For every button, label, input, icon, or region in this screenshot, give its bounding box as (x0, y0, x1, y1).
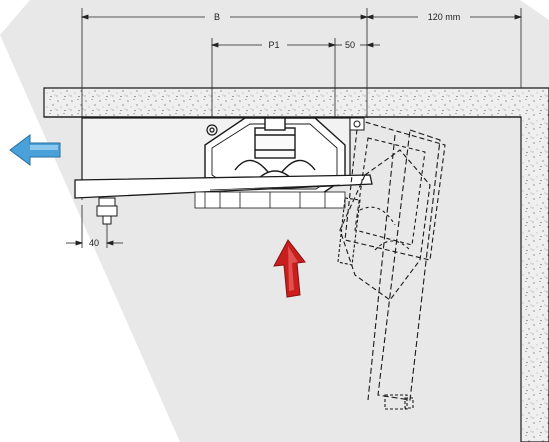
dimension-p1 (210, 38, 337, 118)
dimension-120mm (365, 8, 523, 118)
hinge (349, 117, 365, 131)
rail-teeth (194, 191, 346, 209)
tilted-fan-unit (337, 119, 446, 410)
dimension-50 (335, 42, 380, 48)
intake-arrow-icon (273, 239, 306, 298)
dimension-40-label: 40 (89, 238, 99, 248)
exhaust-arrow-icon (9, 134, 61, 166)
dimension-b-label: B (214, 12, 220, 22)
leveling-bolt (96, 197, 118, 225)
dimension-p1-label: P1 (268, 40, 279, 50)
dimension-120mm-label: 120 mm (428, 12, 461, 22)
dimension-50-label: 50 (345, 40, 355, 50)
mounting-rail (74, 174, 373, 199)
